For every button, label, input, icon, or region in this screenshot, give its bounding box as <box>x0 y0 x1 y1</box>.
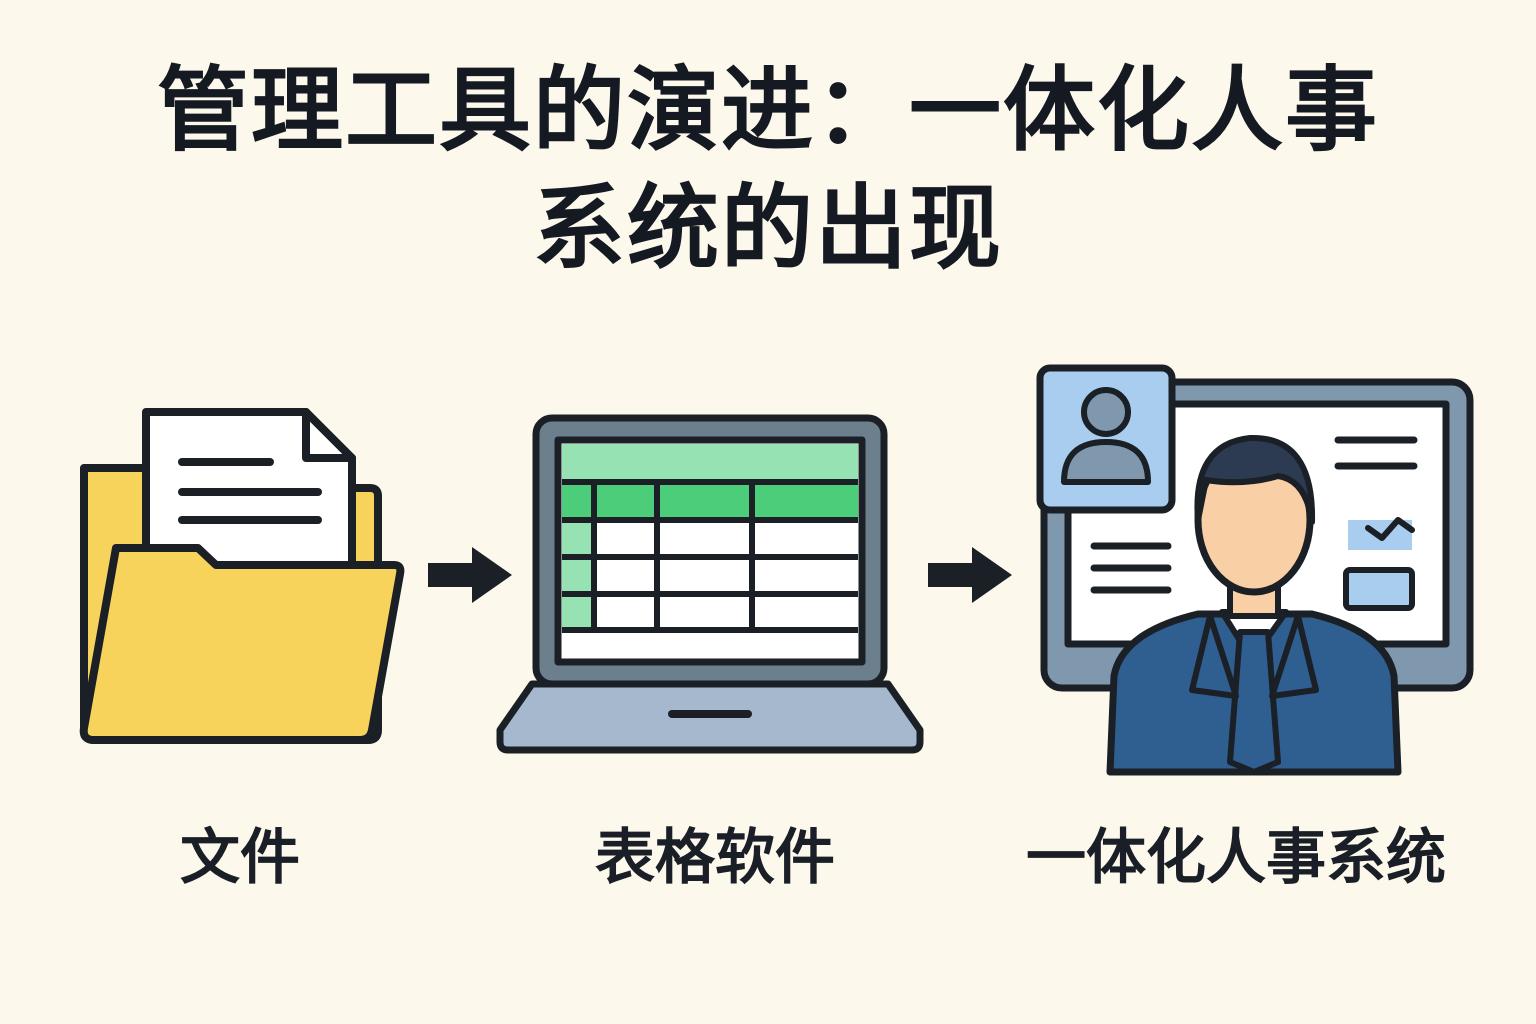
arrow-right-icon <box>928 547 1012 603</box>
stage-label-documents: 文件 <box>180 823 300 893</box>
profile-card-icon <box>1036 364 1176 514</box>
title-line-2: 系统的出现 <box>532 175 1003 282</box>
title-line-1: 管理工具的演进：一体化人事 <box>156 57 1379 164</box>
arrow-right-icon <box>428 547 512 603</box>
hr-system-monitor-icon <box>1036 364 1474 776</box>
folder-document-icon <box>79 408 405 744</box>
laptop-spreadsheet-icon <box>496 414 924 754</box>
stage-label-spreadsheet: 表格软件 <box>595 823 835 893</box>
employee-icon <box>1106 434 1402 776</box>
stage-label-hr-system: 一体化人事系统 <box>1026 823 1446 893</box>
page-title: 管理工具的演进：一体化人事 系统的出现 <box>0 52 1536 288</box>
